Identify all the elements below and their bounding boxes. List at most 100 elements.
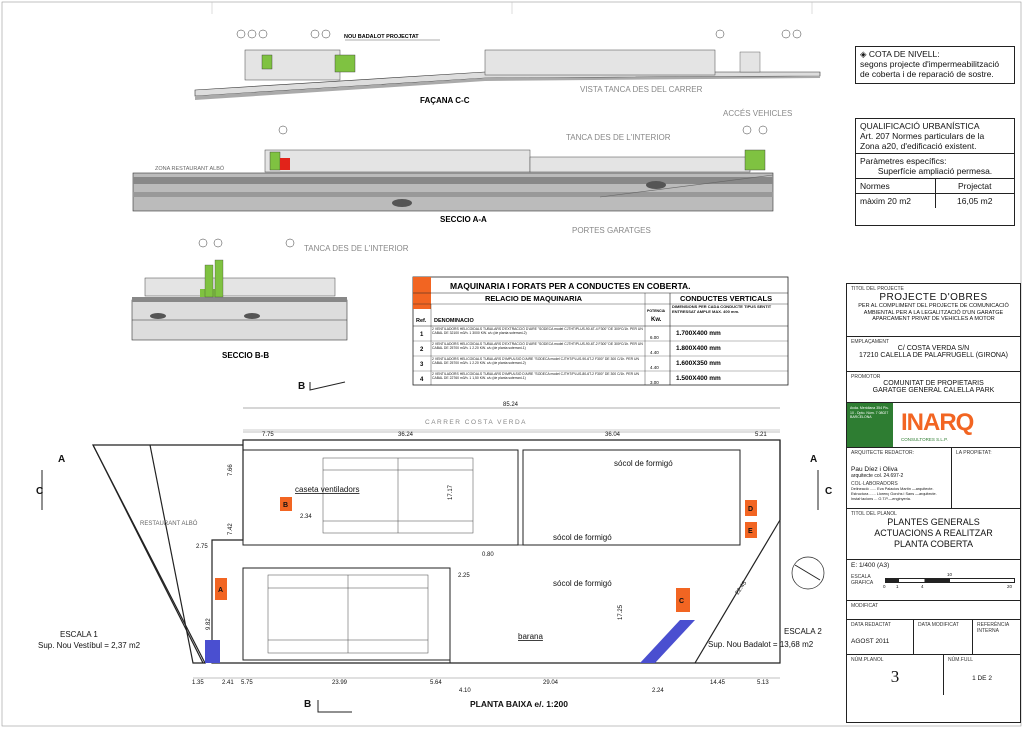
title-block: TITOL DEL PROJECTE PROJECTE D'OBRES PER … xyxy=(846,283,1021,723)
urban-title: QUALIFICACIÓ URBANÍSTICA xyxy=(860,121,980,131)
svg-text:29.04: 29.04 xyxy=(543,680,559,686)
urban-box: QUALIFICACIÓ URBANÍSTICA Art. 207 Normes… xyxy=(855,118,1015,226)
svg-text:7.42: 7.42 xyxy=(228,523,234,535)
architect-name: Pau Díez i Oliva xyxy=(851,466,898,473)
machinery-row: 2 2 VENTILADORS HELICOIDALS TUBULARS D'E… xyxy=(420,342,721,355)
section-marker-c-left: C xyxy=(36,486,43,497)
street-name: CARRER COSTA VERDA xyxy=(425,419,527,426)
svg-text:85.24: 85.24 xyxy=(503,402,519,408)
level-note-box: ◈ COTA DE NIVELL: segons projecte d'impe… xyxy=(855,46,1015,84)
plinth-label-3: sócol de formigó xyxy=(553,579,612,588)
svg-text:17.25: 17.25 xyxy=(618,604,624,620)
level-note-text: segons projecte d'impermeabilització xyxy=(860,59,1000,69)
level-note-title: ◈ COTA DE NIVELL: xyxy=(860,49,940,59)
section-marker-b-top: B xyxy=(298,381,305,392)
box-e-label: E xyxy=(748,528,753,535)
firm-address: Avda. Meridiana 354 Pis. 10 - Dpto. Núm.… xyxy=(847,403,893,447)
svg-text:1.800X400 mm: 1.800X400 mm xyxy=(676,345,721,352)
interior-fence-label-bb: TANCA DES DE L'INTERIOR xyxy=(304,244,409,253)
section-marker-a-left: A xyxy=(58,454,65,465)
col-projectat: Projectat xyxy=(957,181,992,191)
machinery-table: MAQUINARIA I FORATS PER A CONDUCTES EN C… xyxy=(412,276,789,386)
box-d-label: D xyxy=(748,506,753,513)
svg-text:14.45: 14.45 xyxy=(710,680,726,686)
machinery-title: MAQUINARIA I FORATS PER A CONDUCTES EN C… xyxy=(450,281,691,291)
svg-text:Kw.: Kw. xyxy=(651,317,662,323)
level-note-text: de coberta i de reparació de sostre. xyxy=(860,69,994,79)
svg-text:36.24: 36.24 xyxy=(398,432,414,438)
svg-text:17.17: 17.17 xyxy=(448,484,454,500)
promoter-line: COMUNITAT DE PROPIETARIS xyxy=(883,380,984,387)
plan-title-line: ACTUACIONS A REALITZAR xyxy=(874,528,993,538)
svg-text:5.21: 5.21 xyxy=(755,432,767,438)
svg-text:4.10: 4.10 xyxy=(459,688,471,694)
stair2-area: Sup. Nou Badalot = 13,68 m2 xyxy=(708,640,814,649)
section-marker-c-right: C xyxy=(825,486,832,497)
site-line: 17210 CALELLA DE PALAFRUGELL (GIRONA) xyxy=(858,352,1008,359)
street-fence-label: VISTA TANCA DES DEL CARRER xyxy=(580,85,703,94)
machinery-row: 4 2 VENTILADORS HELICOIDALS TUBULARS D'I… xyxy=(420,372,721,385)
svg-text:POTENCIA: POTENCIA xyxy=(647,309,666,313)
col-normes: Normes xyxy=(856,179,936,193)
svg-text:5.75: 5.75 xyxy=(241,680,253,686)
section-marker-b-bottom: B xyxy=(304,699,311,710)
svg-text:4.40: 4.40 xyxy=(650,350,659,355)
architect-col: arquitecte col. 24.697-2 xyxy=(851,473,904,479)
svg-text:1.600X350 mm: 1.600X350 mm xyxy=(676,360,721,367)
firm-logo-sub: CONSULTORES S.L.P. xyxy=(901,436,948,442)
svg-text:23.99: 23.99 xyxy=(332,680,348,686)
facade-cc-elevation: NOU BADALOT PROJECTAT FAÇANA C-C VISTA T… xyxy=(194,29,821,105)
svg-text:5.64: 5.64 xyxy=(430,680,442,686)
svg-text:7.66: 7.66 xyxy=(228,464,234,476)
svg-text:36.04: 36.04 xyxy=(605,432,621,438)
promoter-line: GARATGE GENERAL CALELLA PARK xyxy=(872,387,995,394)
graphic-scale-bar xyxy=(885,578,1015,583)
railing-label: barana xyxy=(518,632,543,641)
svg-text:DENOMINACIO: DENOMINACIO xyxy=(434,318,474,324)
svg-text:RELACIO DE MAQUINARIA: RELACIO DE MAQUINARIA xyxy=(485,294,583,303)
machinery-row: 1 2 VENTILADORS HELICOIDALS TUBULARS D'E… xyxy=(420,327,721,340)
plan-title-line: PLANTA COBERTA xyxy=(893,539,974,549)
section-bb-title: SECCIO B-B xyxy=(222,351,269,360)
svg-text:4.40: 4.40 xyxy=(650,365,659,370)
new-badalot-label: NOU BADALOT PROJECTAT xyxy=(344,34,419,40)
params-sub: Superfície ampliació permesa. xyxy=(877,166,993,176)
svg-text:3: 3 xyxy=(420,362,424,368)
restaurant-label: RESTAURANT ALBÓ xyxy=(140,520,198,527)
stair1-area: Sup. Nou Vestíbul = 2,37 m2 xyxy=(38,641,141,650)
plan-title: PLANTA BAIXA e/. 1:200 xyxy=(470,699,568,709)
date-value: AGOST 2011 xyxy=(851,638,890,645)
svg-text:0.80: 0.80 xyxy=(482,552,494,558)
plinth-label-2: sócol de formigó xyxy=(553,533,612,542)
site-line: C/ COSTA VERDA S/N xyxy=(897,345,970,352)
svg-text:1: 1 xyxy=(420,332,424,338)
svg-text:2.75: 2.75 xyxy=(196,544,208,550)
svg-text:CONDUCTES VERTICALS: CONDUCTES VERTICALS xyxy=(680,294,772,303)
floor-plan: B B A C A C CARRER COSTA VER xyxy=(36,381,832,713)
svg-text:7.75: 7.75 xyxy=(262,432,274,438)
box-c-label: C xyxy=(679,598,684,605)
project-title: PROJECTE D'OBRES xyxy=(879,292,988,303)
box-a-label: A xyxy=(218,587,223,594)
scale-text: E: 1/400 (A3) xyxy=(851,562,890,569)
svg-text:1.700X400 mm: 1.700X400 mm xyxy=(676,330,721,337)
section-aa: TANCA DES DE L'INTERIOR ACCÉS VEHICLES Z… xyxy=(132,109,792,235)
section-marker-a-right: A xyxy=(810,454,817,465)
sheet-of: 1 DE 2 xyxy=(972,675,992,682)
fan-box-label: caseta ventiladors xyxy=(295,485,359,494)
interior-fence-label: TANCA DES DE L'INTERIOR xyxy=(566,133,671,142)
svg-text:2.34: 2.34 xyxy=(300,514,312,520)
svg-text:1.500X400 mm: 1.500X400 mm xyxy=(676,375,721,382)
section-bb: TANCA DES DE L'INTERIOR SECCIO B-B xyxy=(131,238,409,360)
box-b-label: B xyxy=(283,502,288,509)
svg-text:9.82: 9.82 xyxy=(206,618,212,630)
svg-text:4: 4 xyxy=(420,377,424,383)
val-normes: màxim 20 m2 xyxy=(856,194,936,208)
svg-text:Ref.: Ref. xyxy=(416,318,427,324)
urban-line: Art. 207 Normes particulars de la xyxy=(860,131,985,141)
svg-text:5.13: 5.13 xyxy=(757,680,769,686)
firm-logo: INARQ xyxy=(901,408,974,436)
